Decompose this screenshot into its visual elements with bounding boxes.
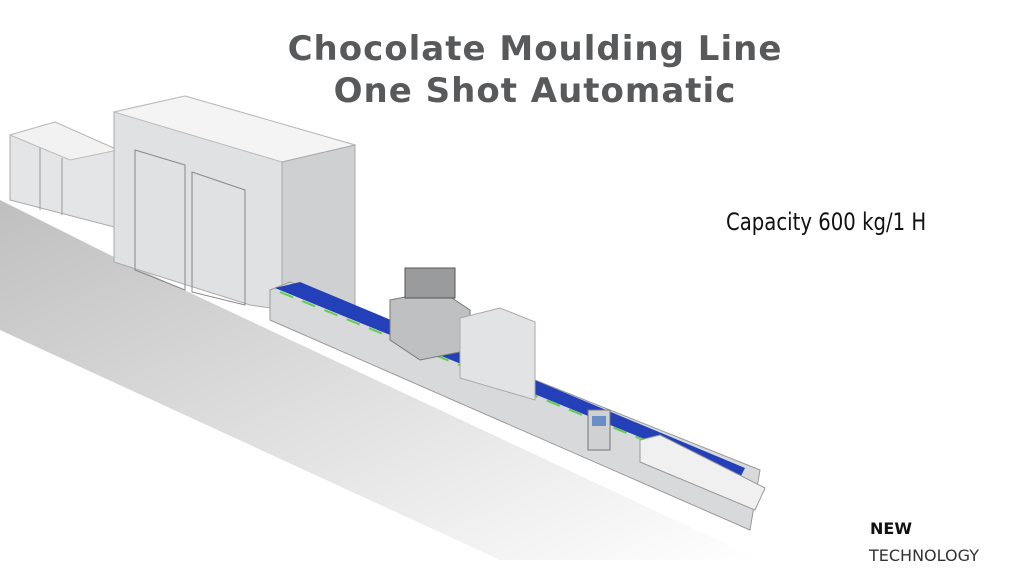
middle-cabinet [459, 307, 536, 401]
control-panel [587, 409, 611, 451]
left-cabinet [8, 121, 120, 229]
technology-label: TECHNOLOGY [869, 546, 979, 565]
floor-shadow [0, 200, 760, 560]
depositor [389, 267, 471, 361]
title-line-2: One Shot Automatic [333, 71, 737, 111]
title-line-1: Chocolate Moulding Line [287, 29, 783, 69]
end-conveyor [639, 434, 766, 511]
capacity-label: Capacity 600 kg/1 H [726, 208, 927, 236]
new-label: NEW [870, 519, 912, 538]
cooling-tunnel [112, 95, 357, 321]
